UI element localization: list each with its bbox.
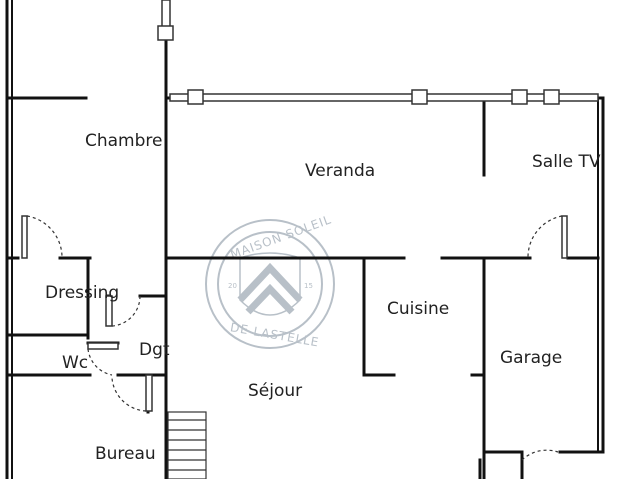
room-label-bureau: Bureau bbox=[95, 444, 156, 464]
walls bbox=[5, 0, 605, 479]
room-label-sejour: Séjour bbox=[248, 381, 302, 401]
windows bbox=[157, 0, 599, 105]
door-wc bbox=[87, 342, 119, 350]
room-label-cuisine: Cuisine bbox=[387, 299, 449, 319]
room-label-dressing: Dressing bbox=[45, 283, 119, 303]
room-label-salle-tv: Salle TV bbox=[532, 152, 601, 172]
window-veranda bbox=[169, 93, 599, 102]
watermark-top-text: MAISON SOLEIL bbox=[228, 212, 333, 262]
door-salle-tv bbox=[561, 215, 568, 259]
room-label-dgt: Dgt bbox=[139, 340, 170, 360]
room-label-veranda: Veranda bbox=[305, 161, 375, 181]
room-label-wc: Wc bbox=[62, 353, 88, 373]
staircase bbox=[167, 411, 207, 479]
door-dressing bbox=[21, 215, 28, 259]
room-label-chambre: Chambre bbox=[85, 131, 163, 151]
watermark-year-right: 15 bbox=[304, 282, 313, 290]
doors bbox=[21, 215, 568, 461]
watermark-logo: MAISON SOLEIL DE LASTELLE 20 15 bbox=[205, 212, 335, 350]
door-bureau bbox=[145, 374, 153, 412]
watermark-year-left: 20 bbox=[228, 282, 237, 290]
door-dgt bbox=[105, 295, 113, 327]
room-label-garage: Garage bbox=[500, 348, 562, 368]
watermark-bottom-text: DE LASTELLE bbox=[229, 320, 320, 349]
